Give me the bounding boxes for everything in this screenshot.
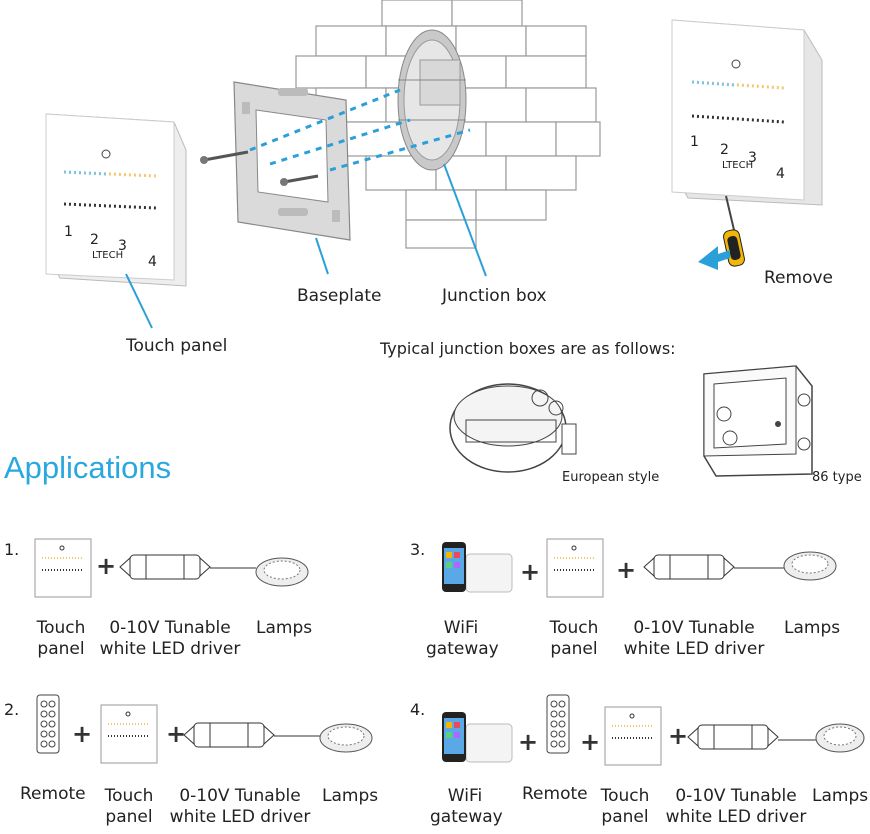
- app-4-touch-panel-icon: [604, 706, 662, 766]
- app-3-touch-panel-icon: [546, 538, 604, 598]
- remove-label: Remove: [764, 268, 833, 288]
- app-3-number: 3.: [410, 540, 426, 559]
- app-4-label-driver: 0-10V Tunable white LED driver: [665, 786, 807, 827]
- app-4-plus-2: +: [580, 728, 601, 756]
- baseplate-callout-line: [315, 237, 329, 275]
- screwdriver-icon: [698, 195, 745, 270]
- junction-box-callout-line: [443, 163, 487, 277]
- app-1-label-touch-panel: Touch panel: [36, 618, 86, 659]
- remove-panel-brand: LTECH: [722, 160, 754, 171]
- app-1-label-lamps: Lamps: [256, 618, 313, 638]
- app-4-wifi-gateway-icon: [442, 712, 513, 763]
- brick-wall: [295, 0, 601, 249]
- app-1-plus-1: +: [96, 552, 117, 580]
- remove-panel-key-4: 4: [776, 166, 785, 182]
- panel-brand: LTECH: [92, 250, 124, 261]
- app-2-label-remote: Remote: [20, 784, 86, 804]
- app-4-number: 4.: [410, 700, 426, 719]
- applications-heading: Applications: [4, 450, 172, 485]
- european-junction-box-icon: [449, 383, 577, 473]
- app-3-plus-2: +: [616, 556, 637, 584]
- app-1-touch-panel-icon: [34, 538, 92, 598]
- app-2-number: 2.: [4, 700, 20, 719]
- app-2-label-touch-panel: Touch panel: [104, 786, 154, 827]
- remove-panel-key-1: 1: [690, 134, 699, 150]
- app-2-led-driver-icon: [183, 722, 275, 748]
- touch-panel-label: Touch panel: [126, 336, 228, 356]
- app-3-label-wifi-gateway: WiFi gateway: [426, 618, 499, 659]
- app-1-lamp-strip-icon: [210, 557, 309, 587]
- screws-illustration: [200, 150, 319, 186]
- app-2-plus-2: +: [166, 720, 187, 748]
- app-2-label-driver: 0-10V Tunable white LED driver: [169, 786, 311, 827]
- touch-panel-callout-line: [125, 273, 153, 329]
- junction-types-intro: Typical junction boxes are as follows:: [380, 339, 676, 358]
- app-4-label-wifi-gateway: WiFi gateway: [430, 786, 503, 827]
- app-4-plus-1: +: [518, 728, 539, 756]
- touch-panel-illustration: 1 2 3 4 LTECH: [45, 113, 187, 287]
- panel-key-4: 4: [148, 254, 157, 270]
- baseplate-illustration: [233, 81, 351, 241]
- european-style-label: European style: [562, 470, 660, 485]
- remove-panel-key-2: 2: [720, 142, 729, 158]
- app-4-label-touch-panel: Touch panel: [600, 786, 650, 827]
- app-3-label-driver: 0-10V Tunable white LED driver: [623, 618, 765, 659]
- app-3-lamp-strip-icon: [734, 551, 837, 581]
- app-3-wifi-gateway-icon: [442, 542, 513, 593]
- app-2-remote-icon: [36, 694, 60, 754]
- app-3-led-driver-icon: [643, 554, 735, 580]
- app-3-plus-1: +: [520, 558, 541, 586]
- app-4-led-driver-icon: [687, 724, 779, 750]
- app-1-led-driver-icon: [119, 554, 211, 580]
- type86-junction-box-icon: [703, 365, 813, 477]
- app-2-label-lamps: Lamps: [322, 786, 379, 806]
- junction-box-label: Junction box: [442, 286, 547, 306]
- app-2-plus-1: +: [72, 720, 93, 748]
- app-4-plus-3: +: [668, 722, 689, 750]
- panel-key-2: 2: [90, 232, 99, 248]
- app-4-lamp-strip-icon: [778, 723, 865, 753]
- app-1-label-driver: 0-10V Tunable white LED driver: [99, 618, 241, 659]
- type86-label: 86 type: [812, 470, 862, 485]
- app-3-label-lamps: Lamps: [784, 618, 841, 638]
- app-4-label-lamps: Lamps: [812, 786, 869, 806]
- app-4-label-remote: Remote: [522, 784, 588, 804]
- panel-key-1: 1: [64, 224, 73, 240]
- app-4-remote-icon: [546, 694, 570, 754]
- app-3-label-touch-panel: Touch panel: [549, 618, 599, 659]
- app-1-number: 1.: [4, 540, 20, 559]
- app-2-touch-panel-icon: [100, 704, 158, 764]
- baseplate-label: Baseplate: [297, 286, 382, 306]
- remove-panel-illustration: 1 2 3 4 LTECH: [671, 19, 823, 206]
- app-2-lamp-strip-icon: [274, 723, 373, 753]
- remove-panel-key-3: 3: [748, 150, 757, 166]
- alignment-guides: [249, 88, 471, 172]
- panel-key-3: 3: [118, 238, 127, 254]
